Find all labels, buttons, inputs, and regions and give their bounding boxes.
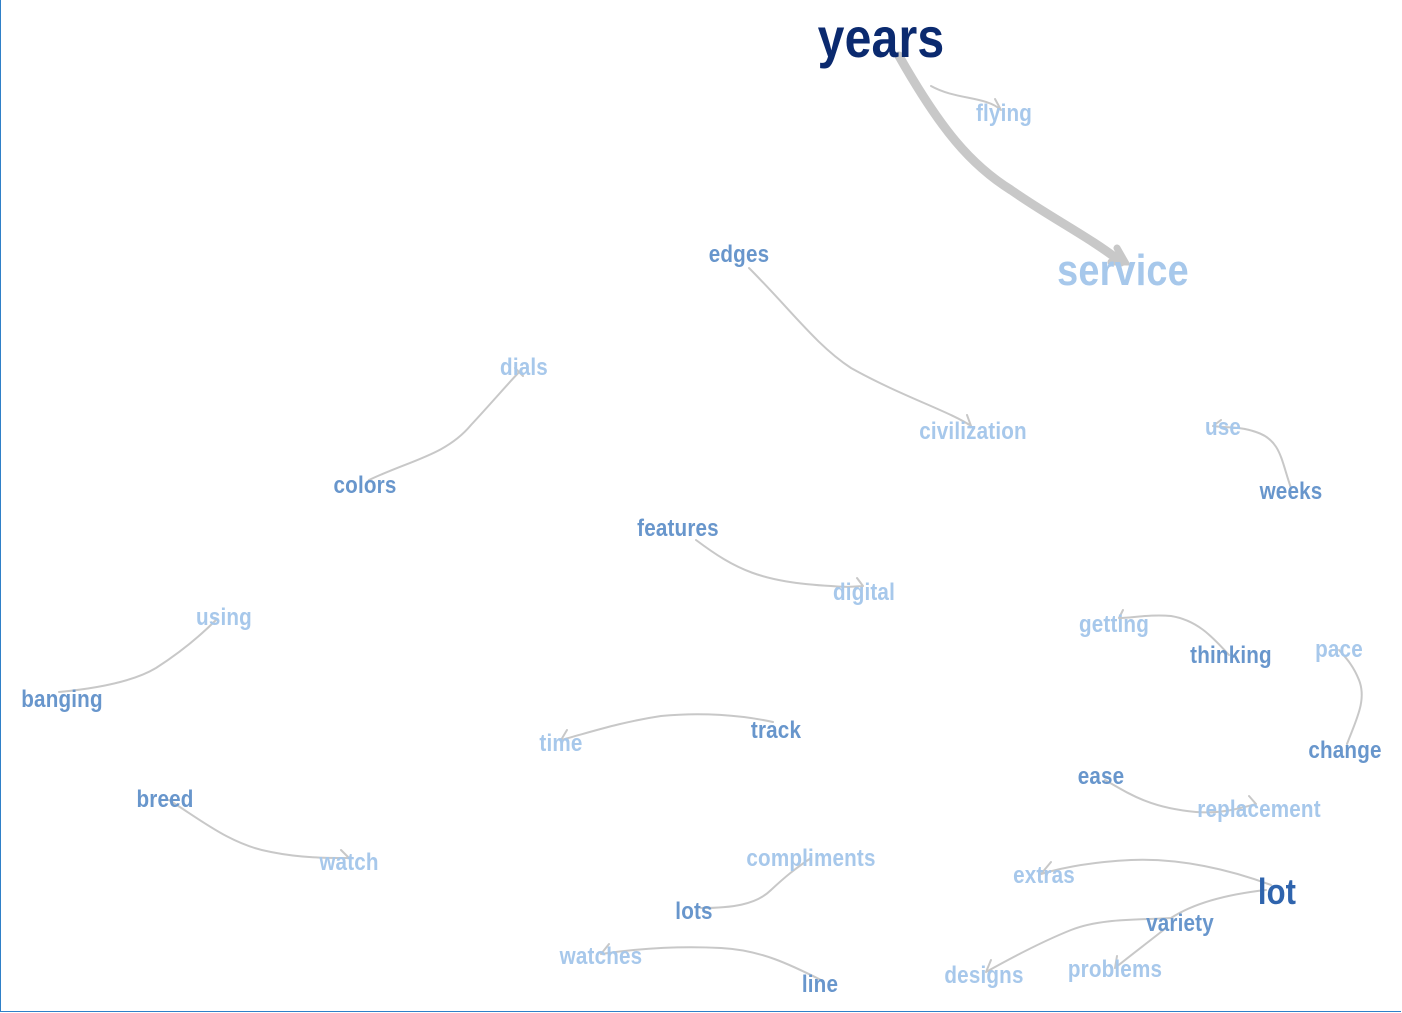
edge-years-service [894, 51, 1126, 267]
edge-change-pace [1338, 649, 1363, 745]
edge-years-flying [930, 85, 1002, 111]
edge-lots-compliments [700, 857, 812, 909]
edge-edges-civilization [748, 267, 972, 427]
word-pace: pace [1315, 636, 1363, 663]
word-compliments: compliments [746, 845, 876, 872]
edge-ease-replacement [1104, 779, 1257, 814]
word-change: change [1308, 737, 1382, 764]
word-service: service [1057, 246, 1189, 295]
edge-line-watches [600, 943, 822, 981]
word-weeks: weeks [1259, 478, 1323, 505]
word-colors: colors [333, 472, 397, 499]
word-replacement: replacement [1197, 796, 1321, 823]
edge-features-digital [695, 539, 864, 588]
word-designs: designs [944, 962, 1024, 989]
word-civilization: civilization [919, 418, 1027, 445]
word-time: time [539, 730, 583, 757]
word-lot: lot [1257, 871, 1297, 912]
edge-thinking-getting [1118, 609, 1230, 656]
word-ease: ease [1077, 763, 1125, 790]
word-problems: problems [1067, 956, 1163, 983]
word-years: years [817, 6, 945, 69]
word-variety: variety [1146, 910, 1214, 937]
word-using: using [196, 604, 252, 631]
word-features: features [637, 515, 719, 542]
word-watch: watch [319, 849, 379, 876]
edge-variety-problems [1114, 927, 1167, 969]
edge-years-service-head [1107, 244, 1132, 266]
edge-colors-dials [368, 367, 524, 481]
word-extras: extras [1013, 862, 1075, 889]
word-breed: breed [136, 786, 194, 813]
word-line: line [801, 971, 839, 998]
word-digital: digital [833, 579, 895, 606]
word-edges: edges [708, 241, 770, 268]
edge-banging-using [58, 619, 217, 693]
edge-weeks-use [1212, 419, 1292, 489]
edge-breed-watch [168, 799, 350, 859]
edge-lot-designs [985, 889, 1267, 973]
word-use: use [1204, 414, 1242, 441]
edge-lot-extras [1040, 858, 1272, 886]
word-getting: getting [1079, 611, 1149, 638]
word-watches: watches [559, 943, 643, 970]
word-thinking: thinking [1190, 642, 1272, 669]
edge-track-time [560, 713, 774, 741]
word-dials: dials [500, 354, 548, 381]
word-lots: lots [675, 898, 713, 925]
word-flying: flying [975, 100, 1033, 127]
word-track: track [750, 717, 802, 744]
word-banging: banging [21, 686, 103, 713]
